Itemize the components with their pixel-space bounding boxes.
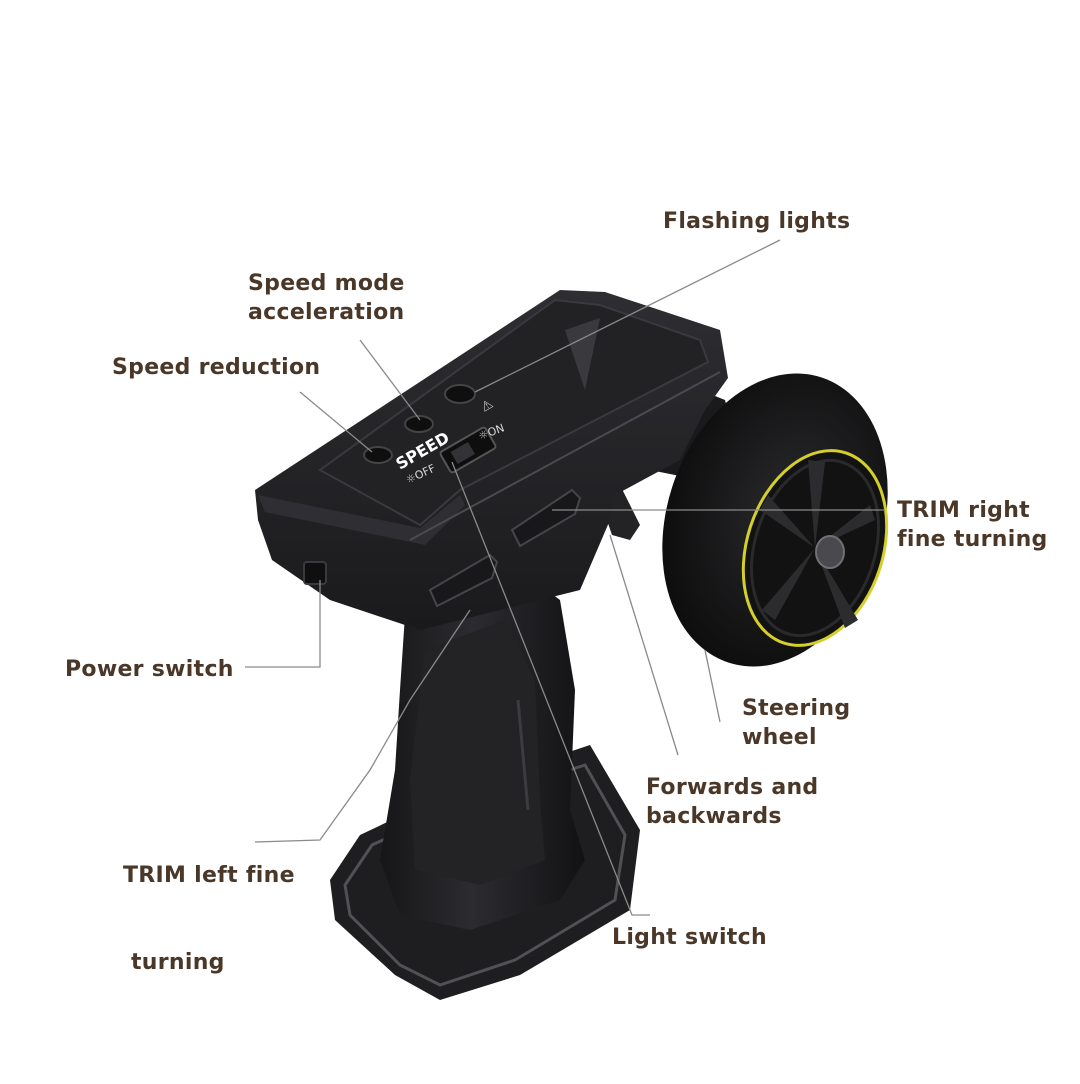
label-light-switch: Light switch <box>612 925 767 950</box>
leader-flashing-lights <box>474 239 781 393</box>
label-steering-line1: Steering <box>742 696 851 721</box>
label-trim-left-line1: TRIM left fine <box>123 863 295 888</box>
leader-lines <box>245 239 885 916</box>
leader-light-switch <box>451 461 650 916</box>
label-power-switch: Power switch <box>65 657 234 682</box>
power-switch <box>303 561 327 585</box>
leader-steering-wheel <box>704 649 721 723</box>
leader-power-switch <box>245 580 321 668</box>
label-speed-mode-line1: Speed mode <box>248 271 405 296</box>
steering-wheel[interactable] <box>626 344 924 696</box>
label-speed-mode-line2: acceleration <box>248 300 405 325</box>
label-trim-right-line1: TRIM right <box>897 498 1031 523</box>
trim-right-button <box>510 488 582 548</box>
leader-forwards-backwards <box>609 534 679 756</box>
label-trim-right: TRIM right fine turning <box>897 496 1048 554</box>
leader-trim-left <box>254 609 471 843</box>
label-flashing-lights: Flashing lights <box>663 209 851 234</box>
wheel-hub <box>815 535 845 569</box>
label-speed-reduction: Speed reduction <box>112 355 321 380</box>
label-forwards-line2: backwards <box>646 804 782 829</box>
speed-mode-acceleration-button <box>404 415 434 433</box>
label-forwards-line1: Forwards and <box>646 775 819 800</box>
leader-speed-mode <box>359 339 421 421</box>
label-trim-left: TRIM left fine turning <box>123 803 295 1006</box>
label-steering-wheel: Steering wheel <box>742 694 850 752</box>
leader-speed-reduction <box>299 391 373 453</box>
top-panel <box>318 298 710 527</box>
label-trim-left-line2: turning <box>123 950 225 975</box>
flashing-lights-button <box>444 384 476 404</box>
label-forwards-backwards: Forwards and backwards <box>646 773 818 831</box>
label-speed-mode-acceleration: Speed mode acceleration <box>248 269 405 327</box>
label-trim-right-line2: fine turning <box>897 527 1048 552</box>
label-steering-line2: wheel <box>742 725 817 750</box>
